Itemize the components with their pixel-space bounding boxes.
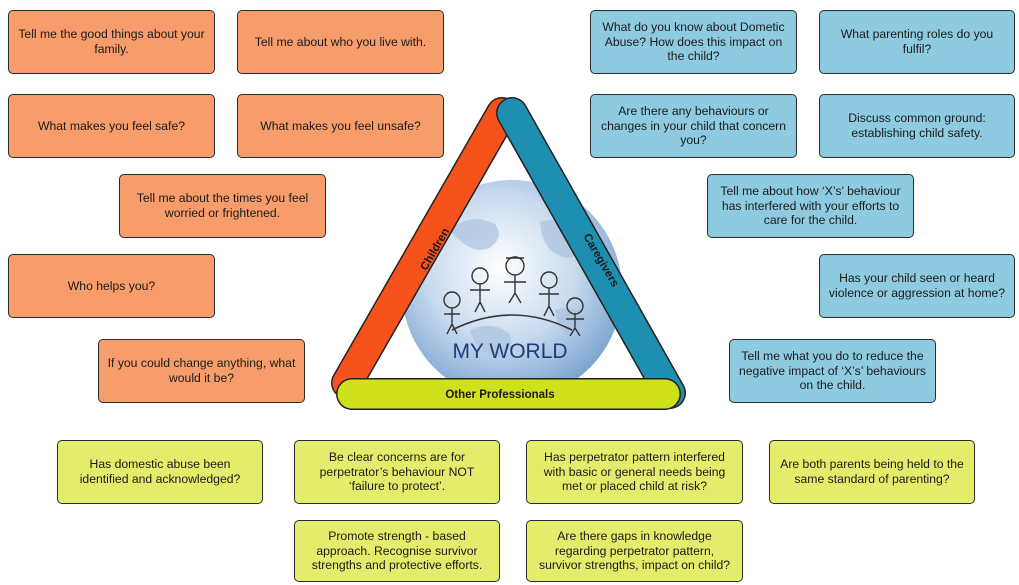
professional-question-box: Has perpetrator pattern interfered with …: [526, 440, 743, 504]
professional-question-text: Has domestic abuse been identified and a…: [79, 457, 241, 486]
caregiver-question-text: Discuss common ground: establishing chil…: [848, 111, 986, 140]
children-question-text: Tell me about the times you feel worried…: [136, 191, 309, 220]
caregiver-question-box: What do you know about Dometic Abuse? Ho…: [590, 10, 797, 74]
children-question-box: Tell me about who you live with.: [237, 10, 444, 74]
caregiver-question-text: What do you know about Dometic Abuse? Ho…: [602, 19, 785, 64]
children-question-box: Tell me the good things about your famil…: [8, 10, 215, 74]
professional-question-box: Are there gaps in knowledge regarding pe…: [526, 520, 743, 582]
caregiver-question-text: Are there any behaviours or changes in y…: [601, 103, 786, 148]
professional-question-text: Are both parents being held to the same …: [780, 457, 964, 486]
children-question-text: What makes you feel safe?: [38, 118, 185, 133]
professional-question-box: Has domestic abuse been identified and a…: [57, 440, 263, 504]
children-question-box: Who helps you?: [8, 254, 215, 318]
caregiver-question-box: Are there any behaviours or changes in y…: [590, 94, 797, 158]
caregivers-side: [497, 98, 685, 408]
professional-question-box: Are both parents being held to the same …: [769, 440, 975, 504]
children-question-text: What makes you feel unsafe?: [260, 118, 421, 133]
children-question-text: Who helps you?: [67, 278, 156, 293]
caregiver-question-box: Tell me what you do to reduce the negati…: [729, 339, 936, 403]
children-question-box: What makes you feel unsafe?: [237, 94, 444, 158]
center-title: MY WORLD: [452, 340, 567, 363]
professional-question-text: Promote strength - based approach. Recog…: [311, 528, 483, 573]
children-side: [332, 98, 517, 398]
caregiver-question-text: Tell me what you do to reduce the negati…: [739, 348, 926, 393]
professional-question-box: Be clear concerns are for perpetrator’s …: [294, 440, 500, 504]
caregiver-question-text: Tell me about how ‘X’s’ behaviour has in…: [720, 183, 901, 228]
professional-question-text: Are there gaps in knowledge regarding pe…: [538, 528, 731, 573]
children-question-text: If you could change anything, what would…: [107, 356, 296, 385]
caregiver-question-text: What parenting roles do you fulfil?: [840, 27, 994, 56]
children-question-box: What makes you feel safe?: [8, 94, 215, 158]
caregiver-question-text: Has your child seen or heard violence or…: [828, 271, 1006, 300]
professional-question-text: Be clear concerns are for perpetrator’s …: [319, 449, 475, 494]
children-question-text: Tell me about who you live with.: [254, 34, 427, 49]
caregiver-question-box: What parenting roles do you fulfil?: [819, 10, 1015, 74]
children-drawing-icon: [443, 256, 584, 337]
children-question-box: If you could change anything, what would…: [98, 339, 305, 403]
children-question-text: Tell me the good things about your famil…: [18, 27, 205, 56]
caregiver-question-box: Discuss common ground: establishing chil…: [819, 94, 1015, 158]
caregiver-question-box: Has your child seen or heard violence or…: [819, 254, 1015, 318]
professional-question-box: Promote strength - based approach. Recog…: [294, 520, 500, 582]
professional-question-text: Has perpetrator pattern interfered with …: [543, 449, 726, 494]
children-question-box: Tell me about the times you feel worried…: [119, 174, 326, 238]
caregiver-question-box: Tell me about how ‘X’s’ behaviour has in…: [707, 174, 914, 238]
professionals-side-label: Other Professionals: [445, 389, 554, 401]
